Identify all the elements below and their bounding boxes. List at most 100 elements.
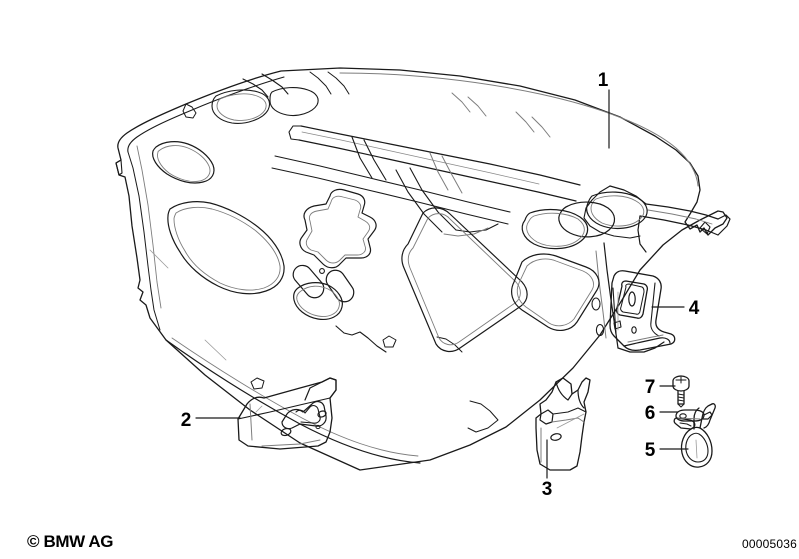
clip5-upper-arm <box>699 403 713 429</box>
drawing-number: 00005036 <box>742 537 797 551</box>
washer6-tail <box>702 411 713 420</box>
shelf-right-rail-down <box>609 185 647 205</box>
callout-number-4: 4 <box>689 298 700 319</box>
part-support-bracket-center[interactable] <box>535 377 591 471</box>
shelf-hole-top-left <box>211 89 271 124</box>
bracket3-fold-a <box>552 407 587 415</box>
shelf-strut-a <box>351 136 373 179</box>
shelf-strut-c <box>429 152 449 191</box>
shelf-mid-rail-end-l <box>288 125 302 141</box>
bracket2-hole-2 <box>317 410 327 418</box>
shelf-top-rib-e <box>451 92 471 113</box>
shelf-tab-a <box>250 377 265 390</box>
part-rear-window-shelf-panel[interactable] <box>115 67 731 471</box>
bracket3-shade-line <box>556 413 585 429</box>
shelf-top-rib-b <box>261 73 289 95</box>
shelf-hole-top-left-2 <box>269 87 319 117</box>
part-pan-head-screw[interactable] <box>672 375 690 408</box>
screw7-tip <box>677 403 685 408</box>
bracket2-outline <box>237 377 337 450</box>
shelf-right-arm-bottom <box>639 215 719 236</box>
shelf-left-fold-a <box>127 151 161 331</box>
bracket2-hole-1 <box>280 427 292 437</box>
shelf-hole-rounded-poly-i <box>296 285 340 317</box>
shelf-strut-d <box>441 155 463 194</box>
part-reinforcement-bracket-left[interactable] <box>237 377 337 450</box>
shelf-rib-1b <box>409 167 457 231</box>
bracket3-top-arm2 <box>577 389 585 409</box>
clip5-shade <box>695 439 698 459</box>
shelf-cutout-center-complex-i <box>305 195 371 264</box>
shelf-front-lip-inner <box>171 337 419 457</box>
leader-lines <box>195 89 689 479</box>
shelf-top-notch-a <box>182 103 197 119</box>
part-washer-spacer[interactable] <box>675 409 713 422</box>
screw7-shank <box>677 390 685 405</box>
callout-number-2: 2 <box>181 410 192 431</box>
bracket4-slot-inner <box>620 283 645 315</box>
shelf-top-rib-d <box>327 71 350 95</box>
shelf-speaker-hole-right-1i <box>590 195 645 227</box>
shelf-right-wall-b <box>595 250 607 339</box>
shelf-left-fold-b <box>136 145 162 309</box>
bracket4-face-fold <box>612 287 617 335</box>
shelf-tab-b <box>382 335 397 348</box>
shelf-opening-small-left <box>152 141 215 184</box>
shelf-right-rail-connect <box>583 185 641 239</box>
shelf-rib-1 <box>395 169 443 233</box>
shelf-shade-2 <box>204 339 227 361</box>
shelf-rib-3 <box>443 227 489 237</box>
shelf-small-hole <box>319 268 325 274</box>
shelf-opening-right-i <box>516 258 594 327</box>
shelf-shade-1 <box>149 249 169 269</box>
shelf-right-arm-tab <box>699 221 711 235</box>
shelf-opening-right <box>511 253 600 332</box>
bracket3-outline <box>535 377 591 471</box>
shelf-rail2-top <box>274 155 511 213</box>
shelf-left-notch <box>115 159 123 176</box>
bracket4-bottom-lip-2 <box>627 334 664 343</box>
shelf-hole-rounded-poly <box>293 282 343 321</box>
shelf-top-edge-secondary <box>339 72 699 187</box>
screw7-head <box>672 375 690 392</box>
shelf-opening-center-big-i <box>407 213 521 346</box>
callout-number-7: 7 <box>645 377 656 398</box>
shelf-opening-small-left-i <box>157 145 211 182</box>
shelf-slot-oblong <box>292 264 325 299</box>
shelf-lower-step <box>335 325 387 353</box>
screw7-thread-2 <box>677 396 685 399</box>
part-spring-clamp-clip[interactable] <box>673 403 716 468</box>
shelf-speaker-hole-right-2 <box>558 201 616 238</box>
bracket4-hole <box>631 326 637 334</box>
shelf-outer-outline <box>115 67 728 471</box>
shelf-hole-top-left-inner <box>216 93 267 121</box>
shelf-rail2-bottom <box>271 167 509 225</box>
washer6-hole <box>679 413 687 419</box>
bracket4-right-fold <box>650 282 660 337</box>
screw7-thread-1 <box>677 393 685 396</box>
bracket2-fold-bottom <box>261 439 321 447</box>
bracket3-top-arm <box>555 381 573 401</box>
shelf-speaker-hole-right-3 <box>521 208 589 250</box>
clip5-loop-inner <box>685 432 709 463</box>
callout-number-3: 3 <box>542 479 553 500</box>
bracket2-inner-cut-2 <box>295 404 321 424</box>
bracket4-bottom-lip <box>623 337 671 347</box>
shelf-right-arm-top <box>645 203 719 220</box>
bracket2-right-flange <box>304 377 337 401</box>
clip5-tab-inner <box>679 422 692 427</box>
shelf-mid-rail-bottom <box>298 139 577 202</box>
shelf-right-arm-tip <box>717 214 731 236</box>
callout-number-5: 5 <box>645 440 656 461</box>
shelf-top-rib-c <box>309 71 332 95</box>
shelf-strut-b <box>363 139 387 181</box>
shelf-opening-left-inner <box>173 206 281 291</box>
shelf-mid-rail-shade <box>301 131 540 185</box>
bracket2-shade <box>255 405 263 413</box>
part-seat-belt-mount-bracket[interactable] <box>609 270 676 352</box>
bracket4-outline <box>609 270 676 352</box>
shelf-opening-left <box>167 201 285 295</box>
bracket2-fold-left <box>249 403 253 441</box>
copyright-notice: © BMW AG <box>27 532 114 551</box>
